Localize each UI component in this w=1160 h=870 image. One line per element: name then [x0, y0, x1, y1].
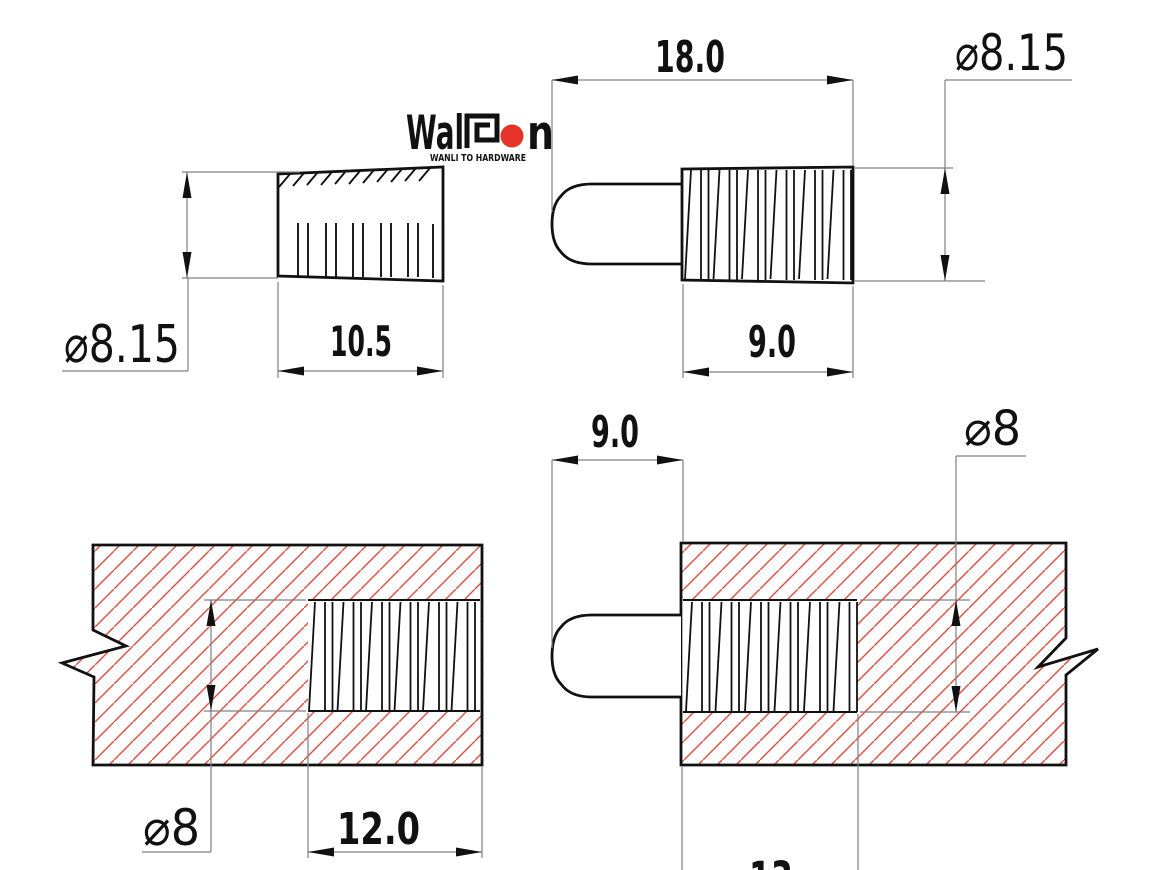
dim-label-pin-depth: 13 — [749, 852, 793, 870]
dim-pin-overall-length: 18.0 — [551, 32, 854, 212]
logo-tagline: WANLI TO HARDWARE — [430, 153, 526, 164]
pin-barb-section — [680, 165, 855, 285]
logo-text-right: n — [527, 106, 554, 161]
dim-label-pin-protrusion: 9.0 — [591, 407, 639, 458]
dim-label-pin-overall-length: 18.0 — [655, 32, 725, 83]
logo-dot-icon — [500, 124, 524, 148]
dim-label-insert-diameter: ⌀8.15 — [64, 315, 180, 375]
dim-label-hole-diameter-right: ⌀8 — [964, 401, 1021, 457]
dim-pin-protrusion: 9.0 — [551, 407, 684, 648]
dim-pin-diameter: ⌀8.15 — [855, 24, 1072, 282]
view-pin-side: 18.0 ⌀8.15 9.0 — [550, 24, 1072, 378]
logo-maze-icon — [464, 113, 500, 148]
dim-label-insert-length: 10.5 — [330, 317, 392, 366]
dim-label-pin-diameter: ⌀8.15 — [955, 24, 1068, 82]
logo-text-left: Wal — [406, 106, 464, 161]
dim-insert-depth: 12.0 — [307, 713, 483, 858]
dim-label-hole-diameter-left: ⌀8 — [143, 799, 200, 857]
dim-hole-diameter-left: ⌀8 — [142, 599, 306, 857]
dim-hole-diameter-right: ⌀8 — [860, 401, 1026, 713]
logo: Wal n WANLI TO HARDWARE — [406, 106, 554, 164]
view-insert-installed: ⌀8 12.0 — [57, 543, 484, 858]
dim-pin-barb-length: 9.0 — [682, 284, 854, 378]
dim-label-pin-barb-length: 9.0 — [748, 317, 796, 368]
dim-insert-length: 10.5 — [277, 282, 444, 378]
pin-nose — [550, 182, 682, 266]
insert-serration — [278, 167, 431, 188]
dim-label-insert-depth: 12.0 — [337, 804, 420, 855]
view-pin-installed: 9.0 ⌀8 13 — [550, 401, 1099, 870]
dim-pin-depth: 13 — [681, 714, 859, 870]
installed-pin-nose — [550, 613, 681, 699]
view-insert-side: ⌀8.15 10.5 — [62, 165, 445, 378]
dim-insert-diameter: ⌀8.15 — [62, 171, 300, 375]
